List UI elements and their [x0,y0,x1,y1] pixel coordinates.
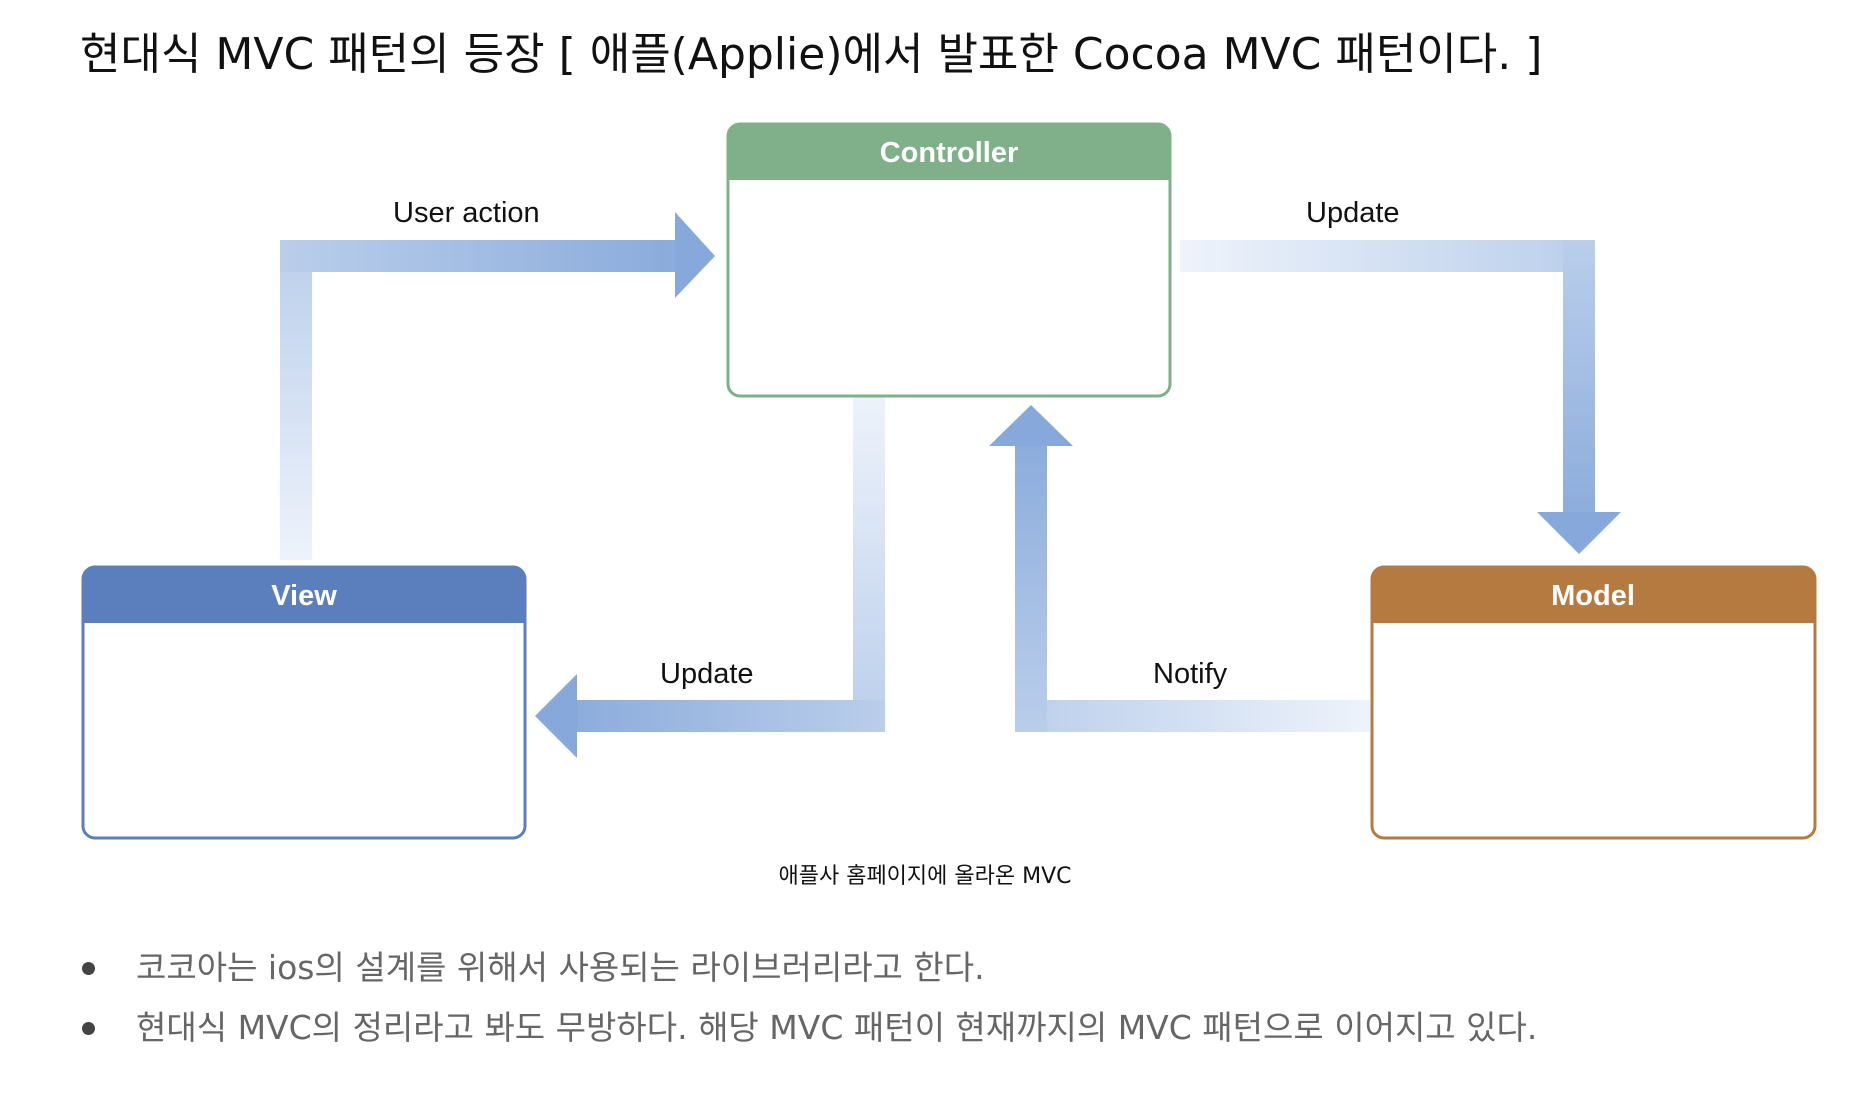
mvc-diagram: User action Update Update Notify Control… [81,122,1817,840]
update-to-view-arrow: Update [535,395,885,758]
update-to-view-label: Update [660,658,754,690]
bullet-item: 현대식 MVC의 정리라고 봐도 무방하다. 해당 MVC 패턴이 현재까지의 … [80,998,1820,1058]
model-label: Model [1551,580,1635,612]
diagram-caption: 애플사 홈페이지에 올라온 MVC [778,864,1072,889]
bullet-list: 코코아는 ios의 설계를 위해서 사용되는 라이브러리라고 한다. 현대식 M… [80,938,1820,1058]
bullet-dot [82,1022,95,1035]
update-to-model-label: Update [1306,197,1400,229]
page-title: 현대식 MVC 패턴의 등장 [ 애플(Applie)에서 발표한 Cocoa … [80,29,1543,80]
view-box: View [81,565,527,840]
update-to-model-arrow: Update [1180,197,1621,554]
model-box: Model [1370,565,1817,840]
notify-arrow: Notify [989,405,1370,732]
controller-label: Controller [880,137,1019,169]
bullet-item: 코코아는 ios의 설계를 위해서 사용되는 라이브러리라고 한다. [80,938,1820,998]
view-label: View [271,580,337,612]
controller-box: Controller [726,122,1172,398]
bullet-dot [82,962,95,975]
bullet-text: 코코아는 ios의 설계를 위해서 사용되는 라이브러리라고 한다. [136,948,985,987]
notify-label: Notify [1153,658,1228,690]
user-action-label: User action [393,197,540,229]
user-action-arrow: User action [280,197,715,560]
bullet-text: 현대식 MVC의 정리라고 봐도 무방하다. 해당 MVC 패턴이 현재까지의 … [136,1008,1538,1047]
